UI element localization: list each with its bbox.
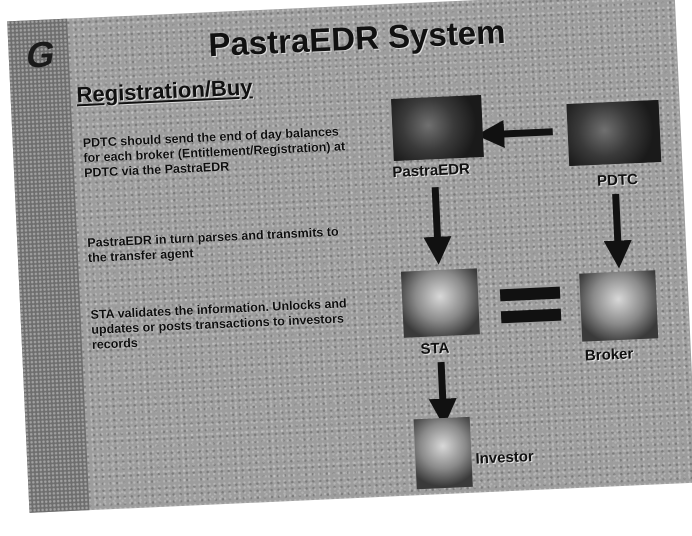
node-label-sta: STA (420, 339, 450, 358)
node-label-pastraedr: PastraEDR (392, 160, 471, 182)
equals-bar-bottom (500, 308, 562, 324)
pdtc-image (566, 99, 662, 167)
slide: G PastraEDR System Registration/Buy PDTC… (7, 0, 692, 513)
node-label-pdtc: PDTC (596, 170, 639, 190)
arrow-pdtc-to-pastraedr (476, 119, 553, 148)
equals-sign (499, 283, 562, 330)
investor-image (413, 416, 473, 490)
arrow-pdtc-to-broker (603, 193, 632, 269)
node-label-broker: Broker (584, 345, 634, 365)
equals-bar-top (499, 286, 561, 302)
flow-arrows (423, 119, 632, 427)
sta-image (400, 268, 480, 338)
pastraedr-image (391, 94, 484, 162)
node-label-investor: Investor (475, 447, 535, 468)
arrow-sta-to-investor (428, 361, 457, 427)
broker-image (579, 270, 659, 342)
arrow-pastraedr-to-sta (423, 187, 452, 265)
